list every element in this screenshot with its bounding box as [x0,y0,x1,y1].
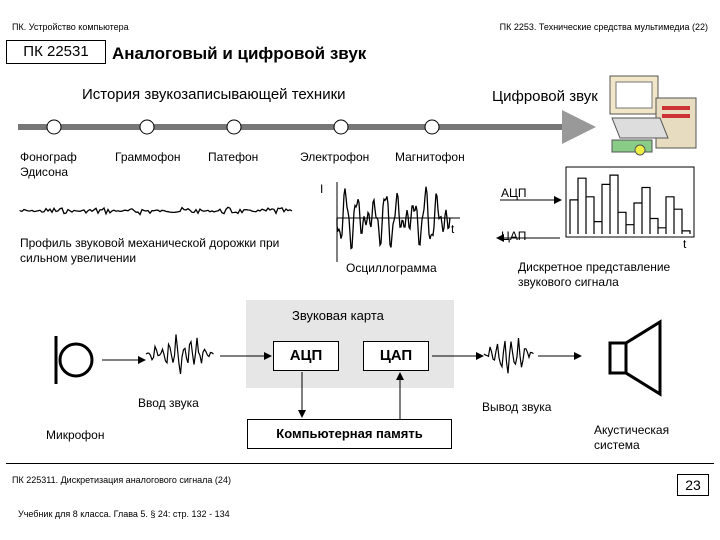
microphone-icon [56,336,92,384]
timeline-arrowhead [562,110,596,144]
speaker-icon [610,322,660,394]
input-wave [146,334,214,374]
timeline-node-1 [47,120,61,134]
timeline-node-2 [140,120,154,134]
timeline-bar [18,124,564,130]
timeline-node-5 [425,120,439,134]
output-wave [484,338,534,373]
computer-icon [610,76,696,155]
discrete-graph [566,167,694,237]
track-profile [20,207,292,214]
oscillogram [337,182,460,262]
timeline [18,110,596,144]
timeline-node-4 [334,120,348,134]
timeline-node-3 [227,120,241,134]
